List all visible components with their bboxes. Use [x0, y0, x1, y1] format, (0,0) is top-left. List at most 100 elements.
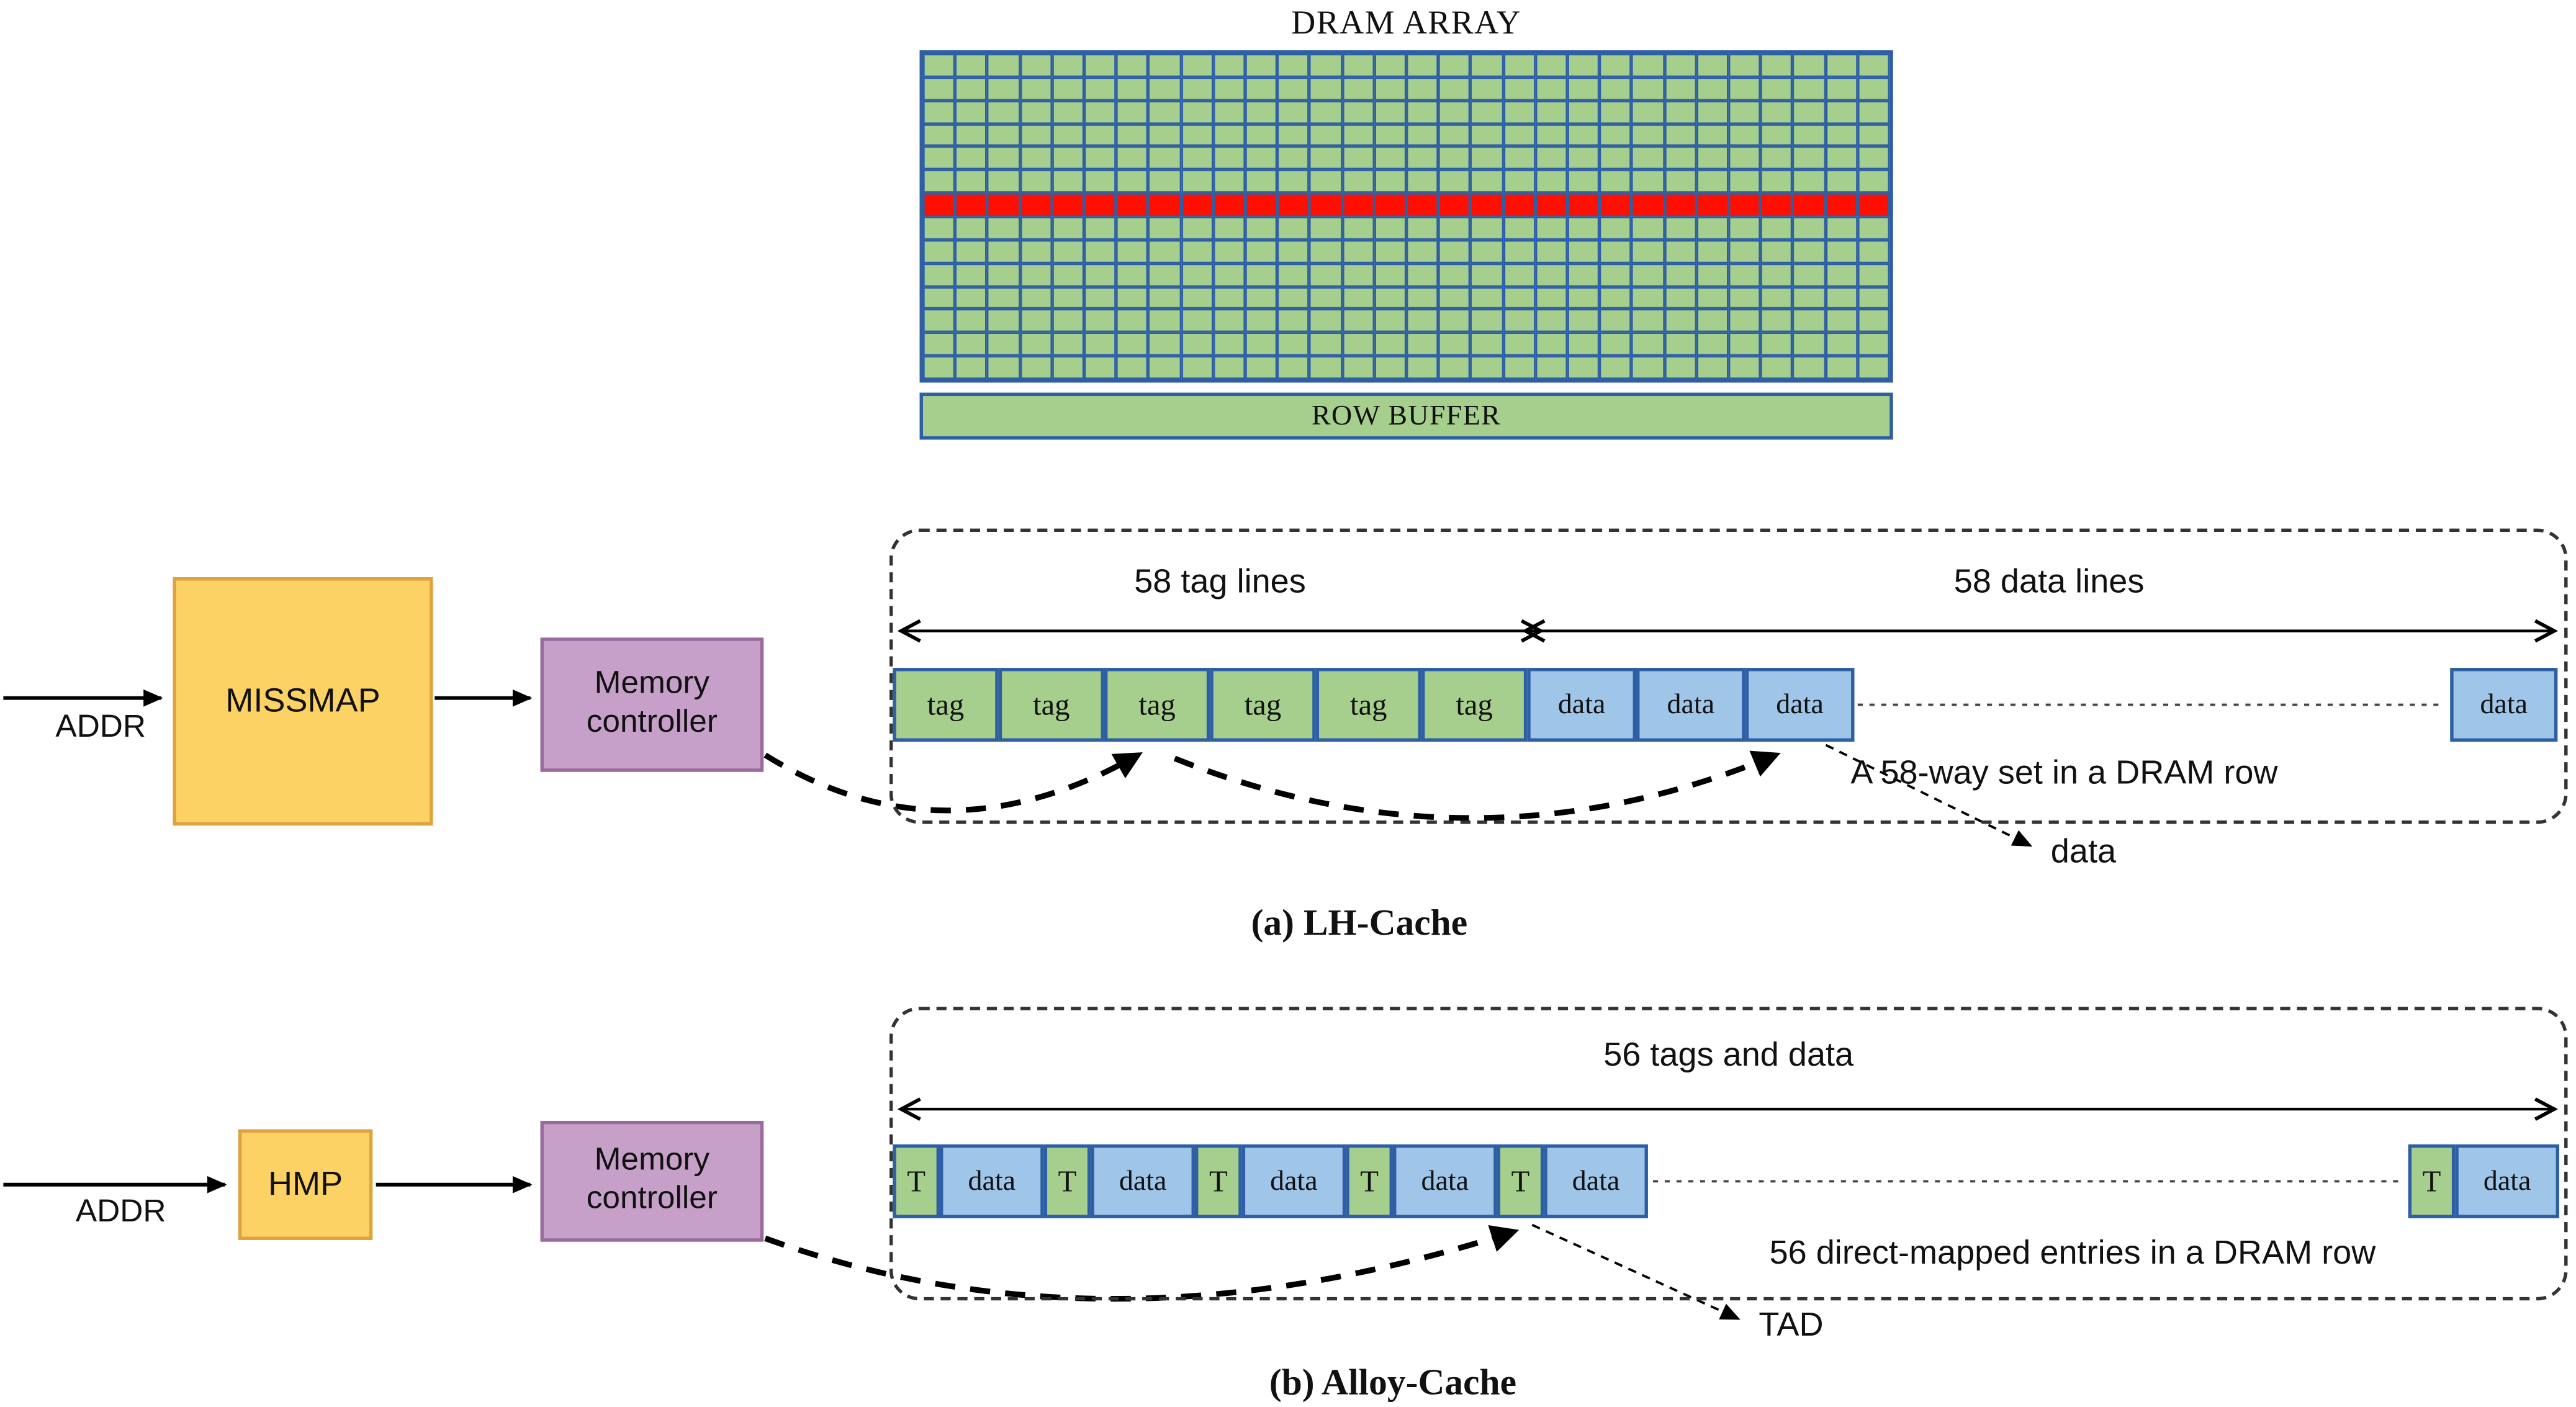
dram-cell — [1664, 356, 1696, 379]
alloy-last-tag-cell: T — [2408, 1144, 2456, 1218]
dram-cell-active-row — [1600, 193, 1632, 217]
dram-cell — [1825, 146, 1858, 170]
dram-cell — [1341, 356, 1374, 379]
dram-cell — [1309, 123, 1342, 147]
dram-cell — [1052, 333, 1084, 356]
dram-cell — [1728, 76, 1761, 101]
dram-cell — [1857, 356, 1890, 379]
dram-cell — [922, 169, 955, 194]
dram-cell — [1277, 76, 1310, 101]
dram-cell — [1052, 240, 1084, 263]
dram-cell-active-row — [1148, 193, 1181, 217]
dram-cell — [1600, 309, 1632, 333]
dram-cell — [1245, 100, 1277, 124]
dram-cell — [1728, 309, 1761, 333]
dram-cell — [1116, 76, 1149, 101]
dram-cell — [1793, 333, 1826, 356]
dram-cell — [922, 286, 955, 310]
dram-cell — [1052, 100, 1084, 124]
dram-cell — [987, 263, 1020, 287]
dram-cell — [1631, 76, 1664, 101]
dram-cell — [955, 146, 988, 170]
dram-cell — [1309, 53, 1342, 77]
dram-cell — [1277, 216, 1310, 240]
dram-cell — [1825, 123, 1858, 147]
dram-cell — [1664, 216, 1696, 240]
dram-cell — [1341, 286, 1374, 310]
dram-cell — [1148, 53, 1181, 77]
dram-cell — [1793, 216, 1826, 240]
dram-cell — [1825, 76, 1858, 101]
hmp-label: HMP — [268, 1165, 343, 1203]
dram-cell — [1825, 309, 1858, 333]
lh-data-cell: data — [1636, 668, 1745, 742]
dram-cell — [1696, 286, 1729, 310]
dram-cell-active-row — [1857, 193, 1890, 217]
dram-cell — [1245, 240, 1277, 263]
dram-cell — [1181, 240, 1214, 263]
dram-cell — [1793, 100, 1826, 124]
dram-cell — [1213, 123, 1246, 147]
dram-cell-active-row — [1213, 193, 1246, 217]
dram-cell — [1406, 53, 1439, 77]
dram-cell-active-row — [1277, 193, 1310, 217]
dram-cell — [1567, 216, 1600, 240]
dram-cell — [1116, 146, 1149, 170]
dram-cell — [1793, 169, 1826, 194]
dram-cell — [1600, 123, 1632, 147]
dram-cell-active-row — [1052, 193, 1084, 217]
dram-cell — [1470, 333, 1503, 356]
dram-cell-active-row — [1503, 193, 1536, 217]
dram-cell — [1793, 76, 1826, 101]
dram-cell — [1503, 309, 1536, 333]
dram-cell — [1374, 100, 1407, 124]
dram-cell — [1857, 216, 1890, 240]
row-buffer: ROW BUFFER — [919, 392, 1893, 440]
dram-cell — [1760, 216, 1793, 240]
dram-cell — [1503, 76, 1536, 101]
dram-cell — [922, 356, 955, 379]
dram-cell — [1567, 263, 1600, 287]
dram-cell — [1341, 263, 1374, 287]
dram-cell — [1181, 356, 1214, 379]
dram-cell — [1535, 286, 1568, 310]
dram-cell — [1245, 309, 1277, 333]
dram-cell — [1631, 286, 1664, 310]
dram-cell — [1245, 123, 1277, 147]
dram-cell — [955, 286, 988, 310]
dram-cell — [1696, 240, 1729, 263]
dram-cell — [1438, 123, 1471, 147]
dram-cell — [1213, 309, 1246, 333]
dram-cell — [1535, 240, 1568, 263]
dram-cell — [1245, 53, 1277, 77]
dram-cell — [1696, 309, 1729, 333]
dram-cell — [1760, 53, 1793, 77]
dram-cell — [1245, 216, 1277, 240]
dram-cell — [1019, 240, 1052, 263]
dram-cell — [1728, 169, 1761, 194]
dram-cell — [1341, 169, 1374, 194]
dram-cell — [1470, 169, 1503, 194]
dram-cell — [1825, 356, 1858, 379]
dram-cell — [1084, 100, 1117, 124]
dram-cell — [1019, 216, 1052, 240]
dram-cell — [1148, 100, 1181, 124]
dram-cell — [1245, 263, 1277, 287]
dram-cell — [1052, 216, 1084, 240]
dram-cell — [1213, 169, 1246, 194]
alloy-memory-controller-label: Memory controller — [586, 1143, 718, 1217]
dram-cell — [1696, 123, 1729, 147]
dram-cell — [1535, 333, 1568, 356]
dram-cell — [1760, 240, 1793, 263]
dram-cell — [1631, 169, 1664, 194]
dram-array-title: DRAM ARRAY — [1291, 5, 1521, 42]
dram-cell — [1406, 146, 1439, 170]
dram-cell — [1760, 169, 1793, 194]
dram-cell-active-row — [1374, 193, 1407, 217]
dram-cell — [1470, 123, 1503, 147]
dram-cell — [1116, 100, 1149, 124]
dram-cell — [1857, 100, 1890, 124]
alloy-tag-cell: T — [893, 1144, 940, 1218]
dram-cell — [1148, 263, 1181, 287]
dram-cell — [1600, 53, 1632, 77]
